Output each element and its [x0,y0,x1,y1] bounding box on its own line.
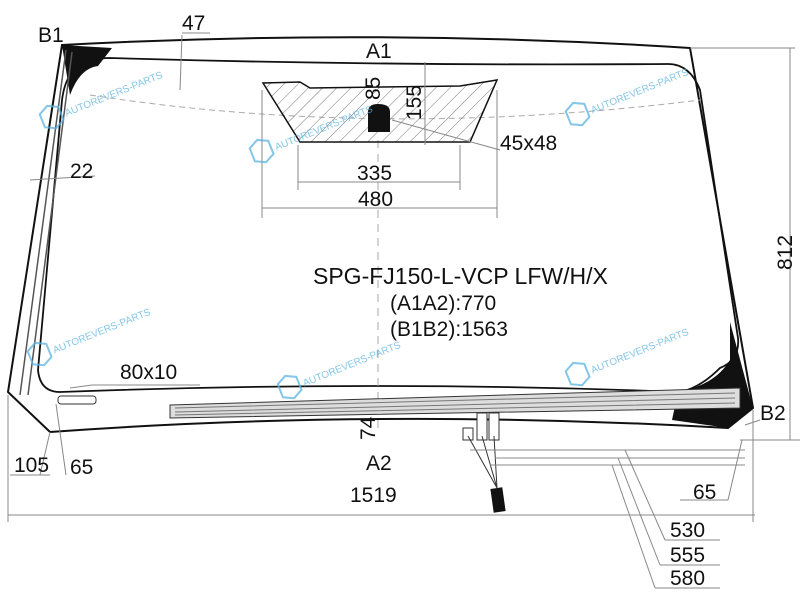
dimension-lines [7,32,800,589]
print-border-inner [37,57,740,393]
point-b1: B1 [38,24,64,47]
dim-sensor-size: 45x48 [500,132,557,155]
point-b2: B2 [760,402,786,425]
part-code: SPG-FJ150-L-VCP LFW/H/X [313,263,608,289]
dim-left-offset-2: 65 [70,456,93,479]
dim-side-band: 22 [70,160,93,183]
point-a2: A2 [366,452,392,475]
connector [462,412,506,513]
bottom-heating-band [169,387,741,419]
dim-width: 1519 [350,484,397,507]
dim-shade-height: 155 [403,85,426,120]
dim-shade-top: 480 [358,188,393,211]
dim-connector-1: 530 [670,519,705,542]
measurement-b1b2: (B1B2):1563 [390,318,508,341]
vision-line [89,94,701,120]
measurement-a1a2: (A1A2):770 [390,292,496,315]
dim-label-size: 80x10 [120,361,177,384]
point-a1: A1 [366,40,392,63]
heating-lines [174,392,736,416]
dim-sensor-offset: 85 [362,77,385,100]
glass-outline [6,36,755,434]
dim-left-offset-1: 105 [14,454,49,477]
dim-bottom-band: 74 [357,416,380,440]
dim-top-band: 47 [182,12,205,35]
dim-right-offset: 65 [693,481,716,504]
corner-print-b1 [62,45,112,95]
dim-height: 812 [774,235,797,270]
label-area [57,395,97,405]
dim-shade-bottom: 335 [357,162,392,185]
dim-connector-3: 580 [670,567,705,590]
sensor-area [368,104,390,132]
dim-connector-2: 555 [670,544,705,567]
